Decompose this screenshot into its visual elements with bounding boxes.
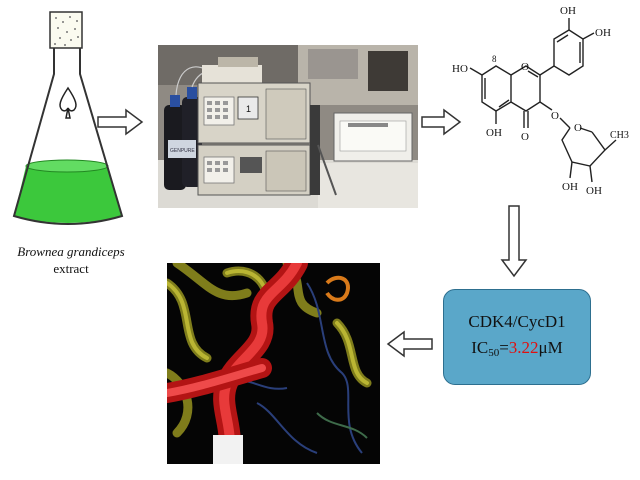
label-atom-8: 8 — [492, 54, 497, 64]
arrow-right-2 — [421, 108, 462, 136]
label-o-carbonyl: O — [521, 131, 529, 143]
label-oh-sugar-left: OH — [562, 181, 578, 193]
result-box: CDK4/CycD1 IC50=3.22μM — [443, 289, 591, 385]
ic-equals: = — [499, 338, 509, 357]
ic-sub: 50 — [488, 347, 500, 359]
hplc-instrument-photo: GENPURE 1 — [158, 45, 418, 208]
instrument-display — [237, 96, 259, 120]
extract-label: extract — [53, 261, 89, 276]
arrow-down — [500, 205, 528, 278]
flask-liquid — [14, 162, 122, 223]
ic50-value: 3.22 — [508, 338, 539, 357]
helix-terminus — [213, 435, 243, 464]
instrument-display-text: 1 — [246, 104, 251, 114]
arrow-left — [386, 330, 433, 358]
ring-a — [481, 65, 512, 112]
label-o-sugar-ring: O — [574, 122, 582, 134]
flask-illustration — [12, 11, 124, 225]
ring-b — [553, 29, 584, 76]
label-ho-left: HO — [452, 63, 468, 75]
target-name: CDK4/CycD1 — [468, 312, 566, 331]
bottle-label: GENPURE — [170, 148, 195, 154]
spade-emblem — [59, 86, 77, 119]
label-ch3: CH3 — [610, 130, 629, 141]
ic-prefix: IC — [471, 338, 489, 357]
flask-body — [12, 48, 124, 225]
extract-caption: Brownea grandiceps extract — [8, 243, 134, 277]
label-oh-bottom: OH — [486, 127, 502, 139]
label-o-ring: O — [521, 61, 529, 73]
ic50-unit: μM — [538, 338, 563, 357]
label-o-sugar-link: O — [551, 110, 559, 122]
ic50-line: IC50=3.22μM — [444, 338, 590, 359]
label-oh-top-left: OH — [560, 5, 576, 17]
arrow-right-1 — [97, 108, 144, 136]
species-name: Brownea grandiceps — [17, 244, 125, 259]
sugar-ring — [561, 127, 606, 167]
chemical-structure: OH OH HO 8 O OH O O O CH3 OH OH — [452, 5, 629, 197]
ring-c — [510, 65, 541, 112]
label-oh-sugar-right: OH — [586, 185, 602, 197]
flask-stopper — [49, 11, 83, 49]
label-oh-top-right: OH — [595, 27, 611, 39]
ligand — [325, 275, 350, 302]
protein-docking-render — [167, 263, 380, 464]
